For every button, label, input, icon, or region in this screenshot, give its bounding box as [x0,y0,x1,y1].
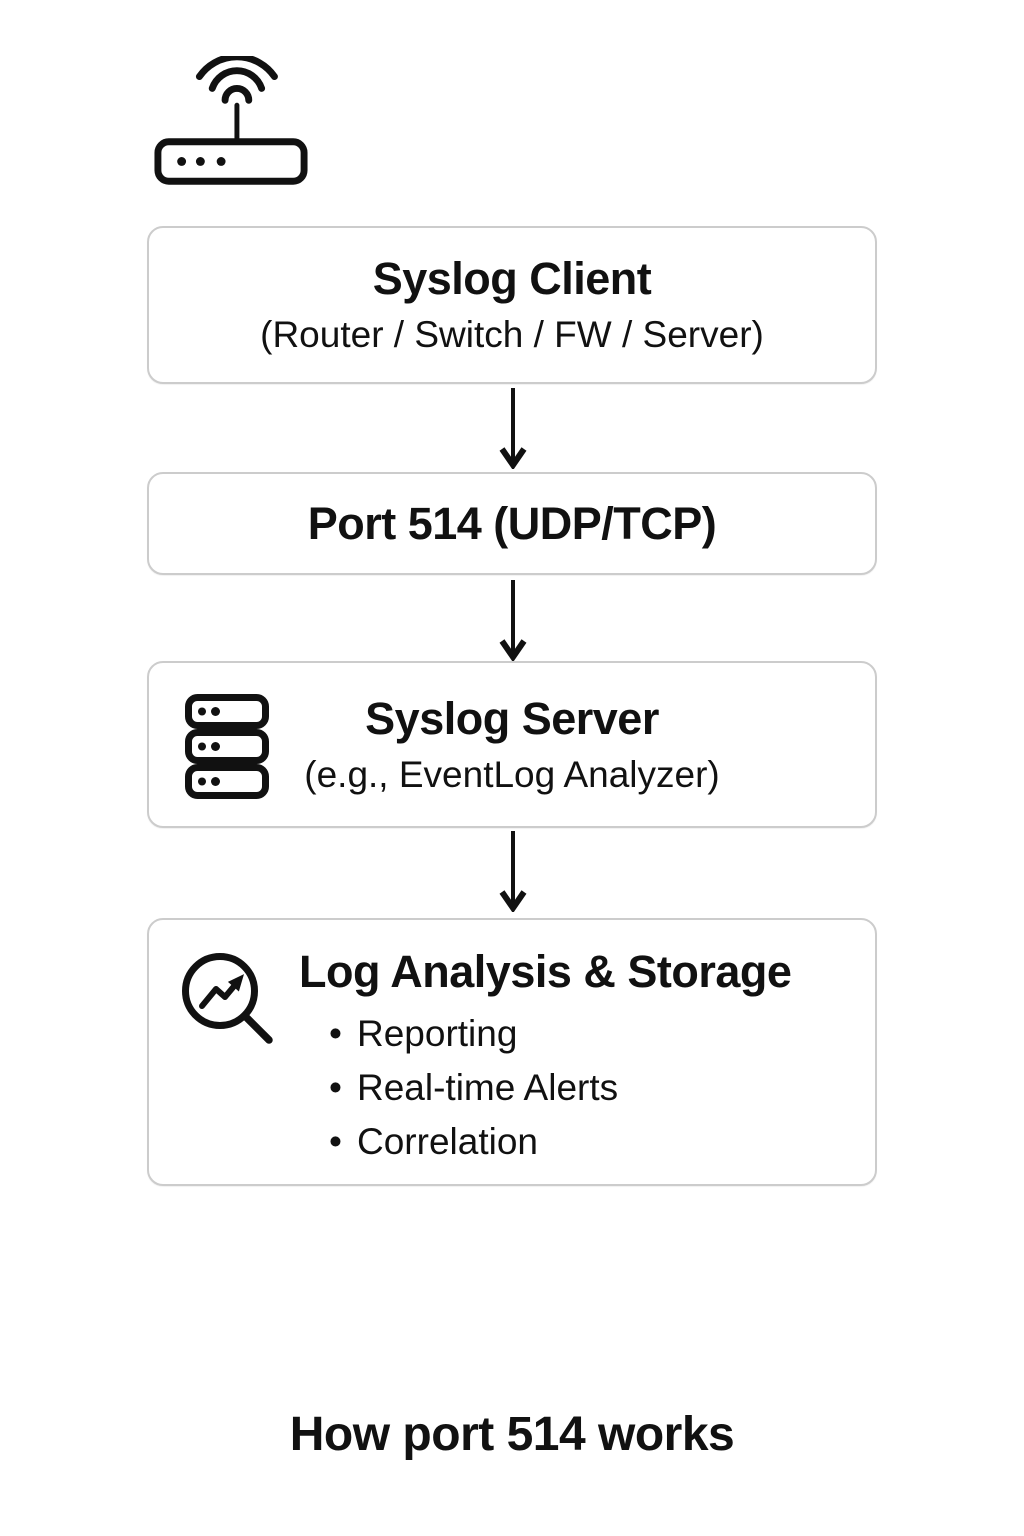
router-leds [177,157,226,166]
flow-node-syslog-client: Syslog Client (Router / Switch / FW / Se… [147,226,877,384]
list-item: Reporting [329,1007,855,1061]
flow-node-syslog-server: Syslog Server (e.g., EventLog Analyzer) [147,661,877,828]
wifi-router-icon [154,56,308,185]
wifi-arc-small [221,85,253,104]
arrow-down-icon [499,388,527,469]
list-item: Real-time Alerts [329,1061,855,1115]
node-title: Port 514 (UDP/TCP) [307,497,717,549]
flow-node-log-analysis: Log Analysis & Storage Reporting Real-ti… [147,918,877,1186]
diagram-caption: How port 514 works [289,1408,735,1461]
server-stack-icon [185,694,269,799]
flow-node-port-514: Port 514 (UDP/TCP) [147,472,877,575]
node-title: Syslog Client [372,253,652,304]
node-subtitle: (e.g., EventLog Analyzer) [304,753,720,795]
node-title: Log Analysis & Storage [299,946,792,997]
node-subtitle: (Router / Switch / FW / Server) [260,314,764,355]
arrow-down-icon [499,580,527,661]
feature-list: Reporting Real-time Alerts Correlation [299,1007,855,1169]
chart-magnifier-icon [182,953,273,1044]
wifi-arc-medium [208,67,266,92]
list-item: Correlation [329,1115,855,1169]
node-title: Syslog Server [365,692,659,744]
router-body [154,138,308,185]
server-leds [198,707,220,786]
arrow-down-icon [499,831,527,912]
wifi-arc-large [195,56,278,81]
